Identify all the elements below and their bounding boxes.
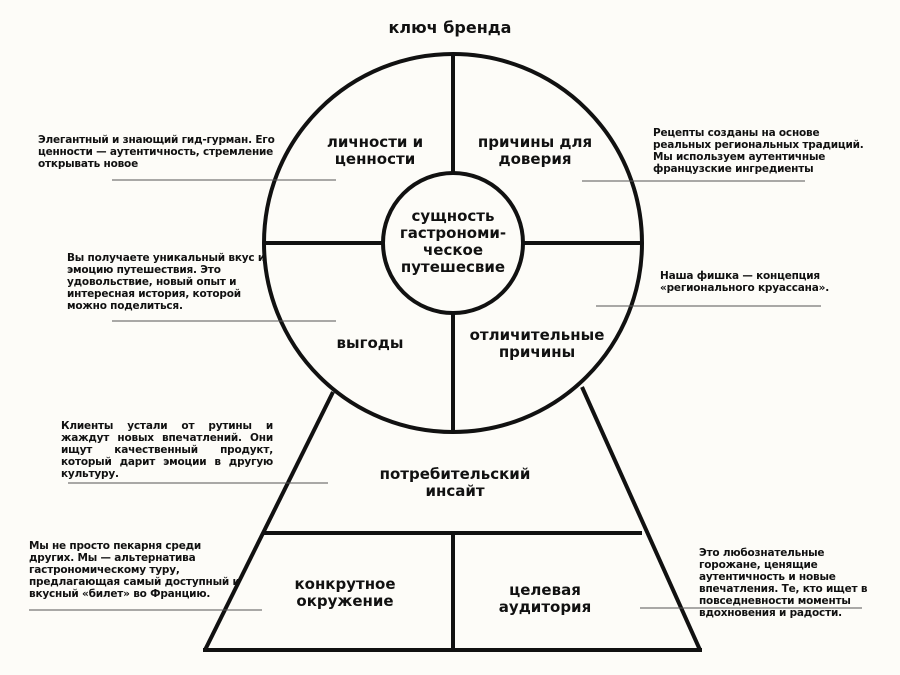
note-distinctive: Наша фишка — концепция «регионального кр… (660, 270, 829, 294)
label-audience: целевая аудитория (498, 581, 592, 616)
note-competition: Мы не просто пекарня среди других. Мы — … (29, 540, 240, 600)
label-insight: потребительский инсайт (379, 465, 531, 500)
note-benefits: Вы получаете уникальный вкус и эмоцию пу… (67, 252, 266, 312)
note-trust: Рецепты созданы на основе реальных регио… (653, 127, 864, 175)
label-personality: личности и ценности (326, 133, 424, 168)
note-personality: Элегантный и знающий гид-гурман. Его цен… (38, 134, 275, 170)
inner-circle (381, 171, 525, 315)
label-essence: сущность гастрономи-ческое путешесвие (399, 207, 507, 276)
label-trust: причины для доверия (477, 133, 593, 168)
label-benefits: выгоды (336, 334, 404, 352)
pyramid-left-edge (203, 391, 335, 651)
label-distinctive: отличительные причины (469, 326, 605, 361)
note-insight: Клиенты устали от рутины и жаждут новых … (61, 420, 273, 480)
note-audience: Это любознательные горожане, ценящие аут… (699, 547, 868, 619)
diagram-title: ключ бренда (388, 18, 512, 37)
pyramid-right-edge (580, 386, 702, 651)
label-competition: конкрутное окружение (294, 575, 396, 610)
